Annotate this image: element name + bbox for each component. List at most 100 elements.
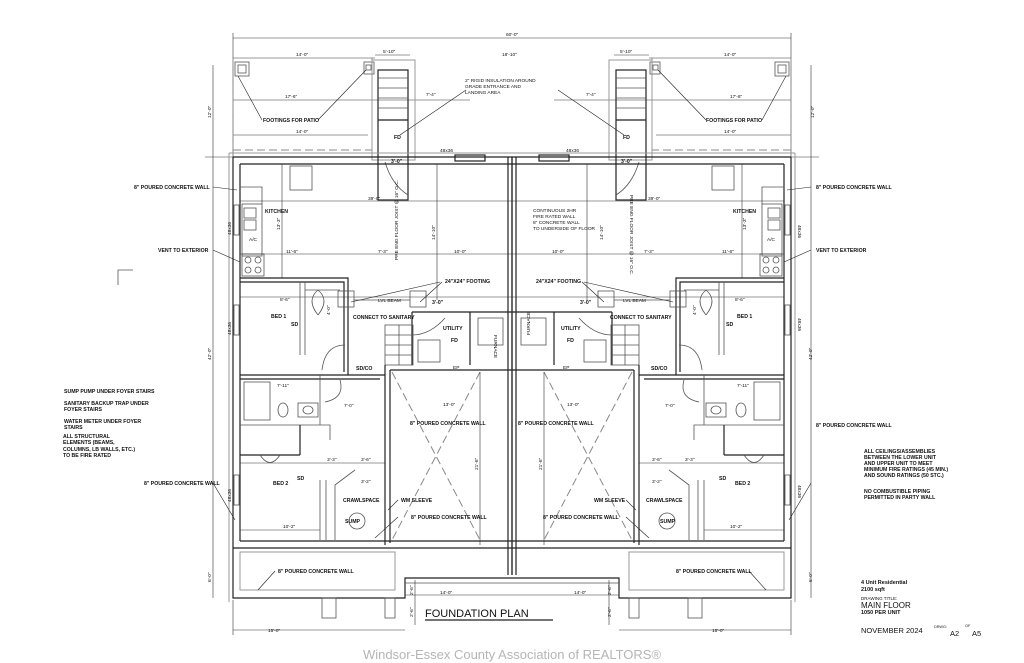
wm-sleeve-label: WM SLEEVE xyxy=(594,498,626,504)
window-label: 48x36 xyxy=(227,489,233,502)
window-label: 48x36 xyxy=(227,222,233,235)
svg-text:NOVEMBER 2024: NOVEMBER 2024 xyxy=(861,626,923,635)
sump-label: SUMP xyxy=(660,519,676,525)
dim: 3'-0" xyxy=(432,300,444,306)
dim: 13'-0" xyxy=(567,402,580,408)
floor-drain-label: FD xyxy=(567,338,574,344)
dim: 2'-6" xyxy=(409,607,415,617)
window-label: 48x36 xyxy=(566,148,579,154)
dim: 7'-3" xyxy=(644,249,654,255)
dim: 14'-10" xyxy=(599,225,605,240)
kitchen-label: KITCHEN xyxy=(733,209,756,215)
dim: 8'-6" xyxy=(735,297,745,303)
dim: 17'-6" xyxy=(730,94,743,100)
dim: 13'-3" xyxy=(742,217,748,230)
dim: 4'-0" xyxy=(326,305,332,315)
wall-label: 8" POURED CONCRETE WALL xyxy=(676,569,752,575)
dim: 10'-0" xyxy=(552,249,565,255)
dim: 13'-3" xyxy=(276,217,282,230)
dim: 3'-2" xyxy=(652,479,662,485)
dim: 3'-3" xyxy=(685,457,695,463)
bed1-label: BED 1 xyxy=(737,314,752,320)
sdco-label: SD/CO xyxy=(651,366,667,372)
dim: 14'-0" xyxy=(296,129,309,135)
svg-text:ALL CEILINGS/ASSEMBLIES: ALL CEILINGS/ASSEMBLIES xyxy=(864,449,936,455)
wall-label: 8" POURED CONCRETE WALL xyxy=(134,185,210,191)
svg-text:DRAWING TITLE:: DRAWING TITLE: xyxy=(861,596,897,601)
dim: 2'-6" xyxy=(409,585,415,595)
smoke-detector-label: SD xyxy=(297,476,304,482)
insulation-note: 2" RIGID INSULATION AROUND xyxy=(465,78,536,84)
dim: 3'-6" xyxy=(652,457,662,463)
utility-label: UTILITY xyxy=(443,326,463,332)
dim: 14'-10" xyxy=(431,225,437,240)
kitchen-label: KITCHEN xyxy=(265,209,288,215)
wall-label: 8" POURED CONCRETE WALL xyxy=(518,421,594,427)
svg-text:4 Unit Residential: 4 Unit Residential xyxy=(861,580,908,586)
dim: 11'-6" xyxy=(286,249,298,255)
svg-text:A2: A2 xyxy=(950,629,959,638)
svg-text:DRWG:: DRWG: xyxy=(934,625,947,629)
vent-label: VENT TO EXTERIOR xyxy=(158,248,209,254)
furnace-label: FURNACE xyxy=(526,312,532,335)
window-label: 48x36 xyxy=(440,148,453,154)
svg-text:COLUMNS, LB WALLS, ETC.): COLUMNS, LB WALLS, ETC.) xyxy=(63,447,135,453)
left-unit-plan xyxy=(204,32,513,636)
dim: 14'-0" xyxy=(724,129,737,135)
fire-wall-note: TO UNDERSIDE OF FLOOR xyxy=(533,226,596,232)
dim: 15'-0" xyxy=(712,628,725,634)
lvl-beam-label: LVL BEAM xyxy=(623,298,646,304)
window-label: 48x36 xyxy=(796,318,802,331)
svg-text:NO COMBUSTIBLE PIPING: NO COMBUSTIBLE PIPING xyxy=(864,489,930,495)
dim: 7'-11" xyxy=(277,383,289,389)
wm-sleeve-label: WM SLEEVE xyxy=(401,498,433,504)
vent-label: VENT TO EXTERIOR xyxy=(816,248,867,254)
dim: 10'-0" xyxy=(454,249,467,255)
smoke-detector-label: SD xyxy=(719,476,726,482)
dim: 14'-0" xyxy=(296,52,309,58)
window-label: 48x36 xyxy=(796,485,802,498)
section-mark xyxy=(117,269,133,285)
wall-label: 8" POURED CONCRETE WALL xyxy=(411,515,487,521)
dim: 7'-3" xyxy=(378,249,388,255)
svg-text:MAIN FLOOR: MAIN FLOOR xyxy=(861,601,911,610)
insulation-note: LANDING AREA xyxy=(465,90,501,96)
fire-wall-note: FIRE RATED WALL xyxy=(533,214,576,220)
dim: 5'-10" xyxy=(620,49,633,55)
floor-drain-label: FD xyxy=(623,135,630,141)
ac-label: A/C xyxy=(249,237,258,243)
joist-label: PRE ENG FLOOR JOIST @ 16" O.C. xyxy=(394,180,400,260)
dim: 4'-0" xyxy=(692,305,698,315)
dim: 42'-0" xyxy=(808,347,814,360)
dim: 11'-6" xyxy=(722,249,734,255)
dim: 21'-6" xyxy=(474,457,480,470)
dim: 5'-10" xyxy=(383,49,396,55)
dim: 6'-0" xyxy=(808,572,814,582)
dim: 39'-0" xyxy=(648,196,661,202)
dim: 7'-0" xyxy=(344,403,354,409)
dim: 2'-6" xyxy=(607,585,613,595)
window-label: 48x36 xyxy=(227,322,233,335)
dim: 13'-0" xyxy=(443,402,456,408)
lvl-beam-label: LVL BEAM xyxy=(378,298,401,304)
svg-text:ALL STRUCTURAL: ALL STRUCTURAL xyxy=(63,434,111,440)
dim: 12'-0" xyxy=(207,105,213,118)
dim: 2'-6" xyxy=(607,607,613,617)
svg-text:TO BE FIRE RATED: TO BE FIRE RATED xyxy=(63,453,111,459)
floor-drain-label: FD xyxy=(394,135,401,141)
svg-text:MINIMUM FIRE RATINGS (45 MIN.): MINIMUM FIRE RATINGS (45 MIN.) xyxy=(864,467,948,473)
insulation-note: GRADE ENTRANCE AND xyxy=(465,84,522,90)
dim-overall: 60'-0" xyxy=(506,32,519,38)
bed1-label: BED 1 xyxy=(271,314,286,320)
svg-text:STAIRS: STAIRS xyxy=(64,425,83,431)
bed2-label: BED 2 xyxy=(735,481,750,487)
sanitary-label: CONNECT TO SANITARY xyxy=(610,315,672,321)
wall-label: 8" POURED CONCRETE WALL xyxy=(278,569,354,575)
furnace-label: FURNACE xyxy=(492,335,498,358)
wall-label: 8" POURED CONCRETE WALL xyxy=(816,185,892,191)
svg-text:SANITARY BACKUP TRAP UNDER: SANITARY BACKUP TRAP UNDER xyxy=(64,401,149,407)
svg-text:1050 PER UNIT: 1050 PER UNIT xyxy=(861,610,901,616)
dim: 7'-4" xyxy=(426,92,436,98)
wall-label: 8" POURED CONCRETE WALL xyxy=(144,481,220,487)
